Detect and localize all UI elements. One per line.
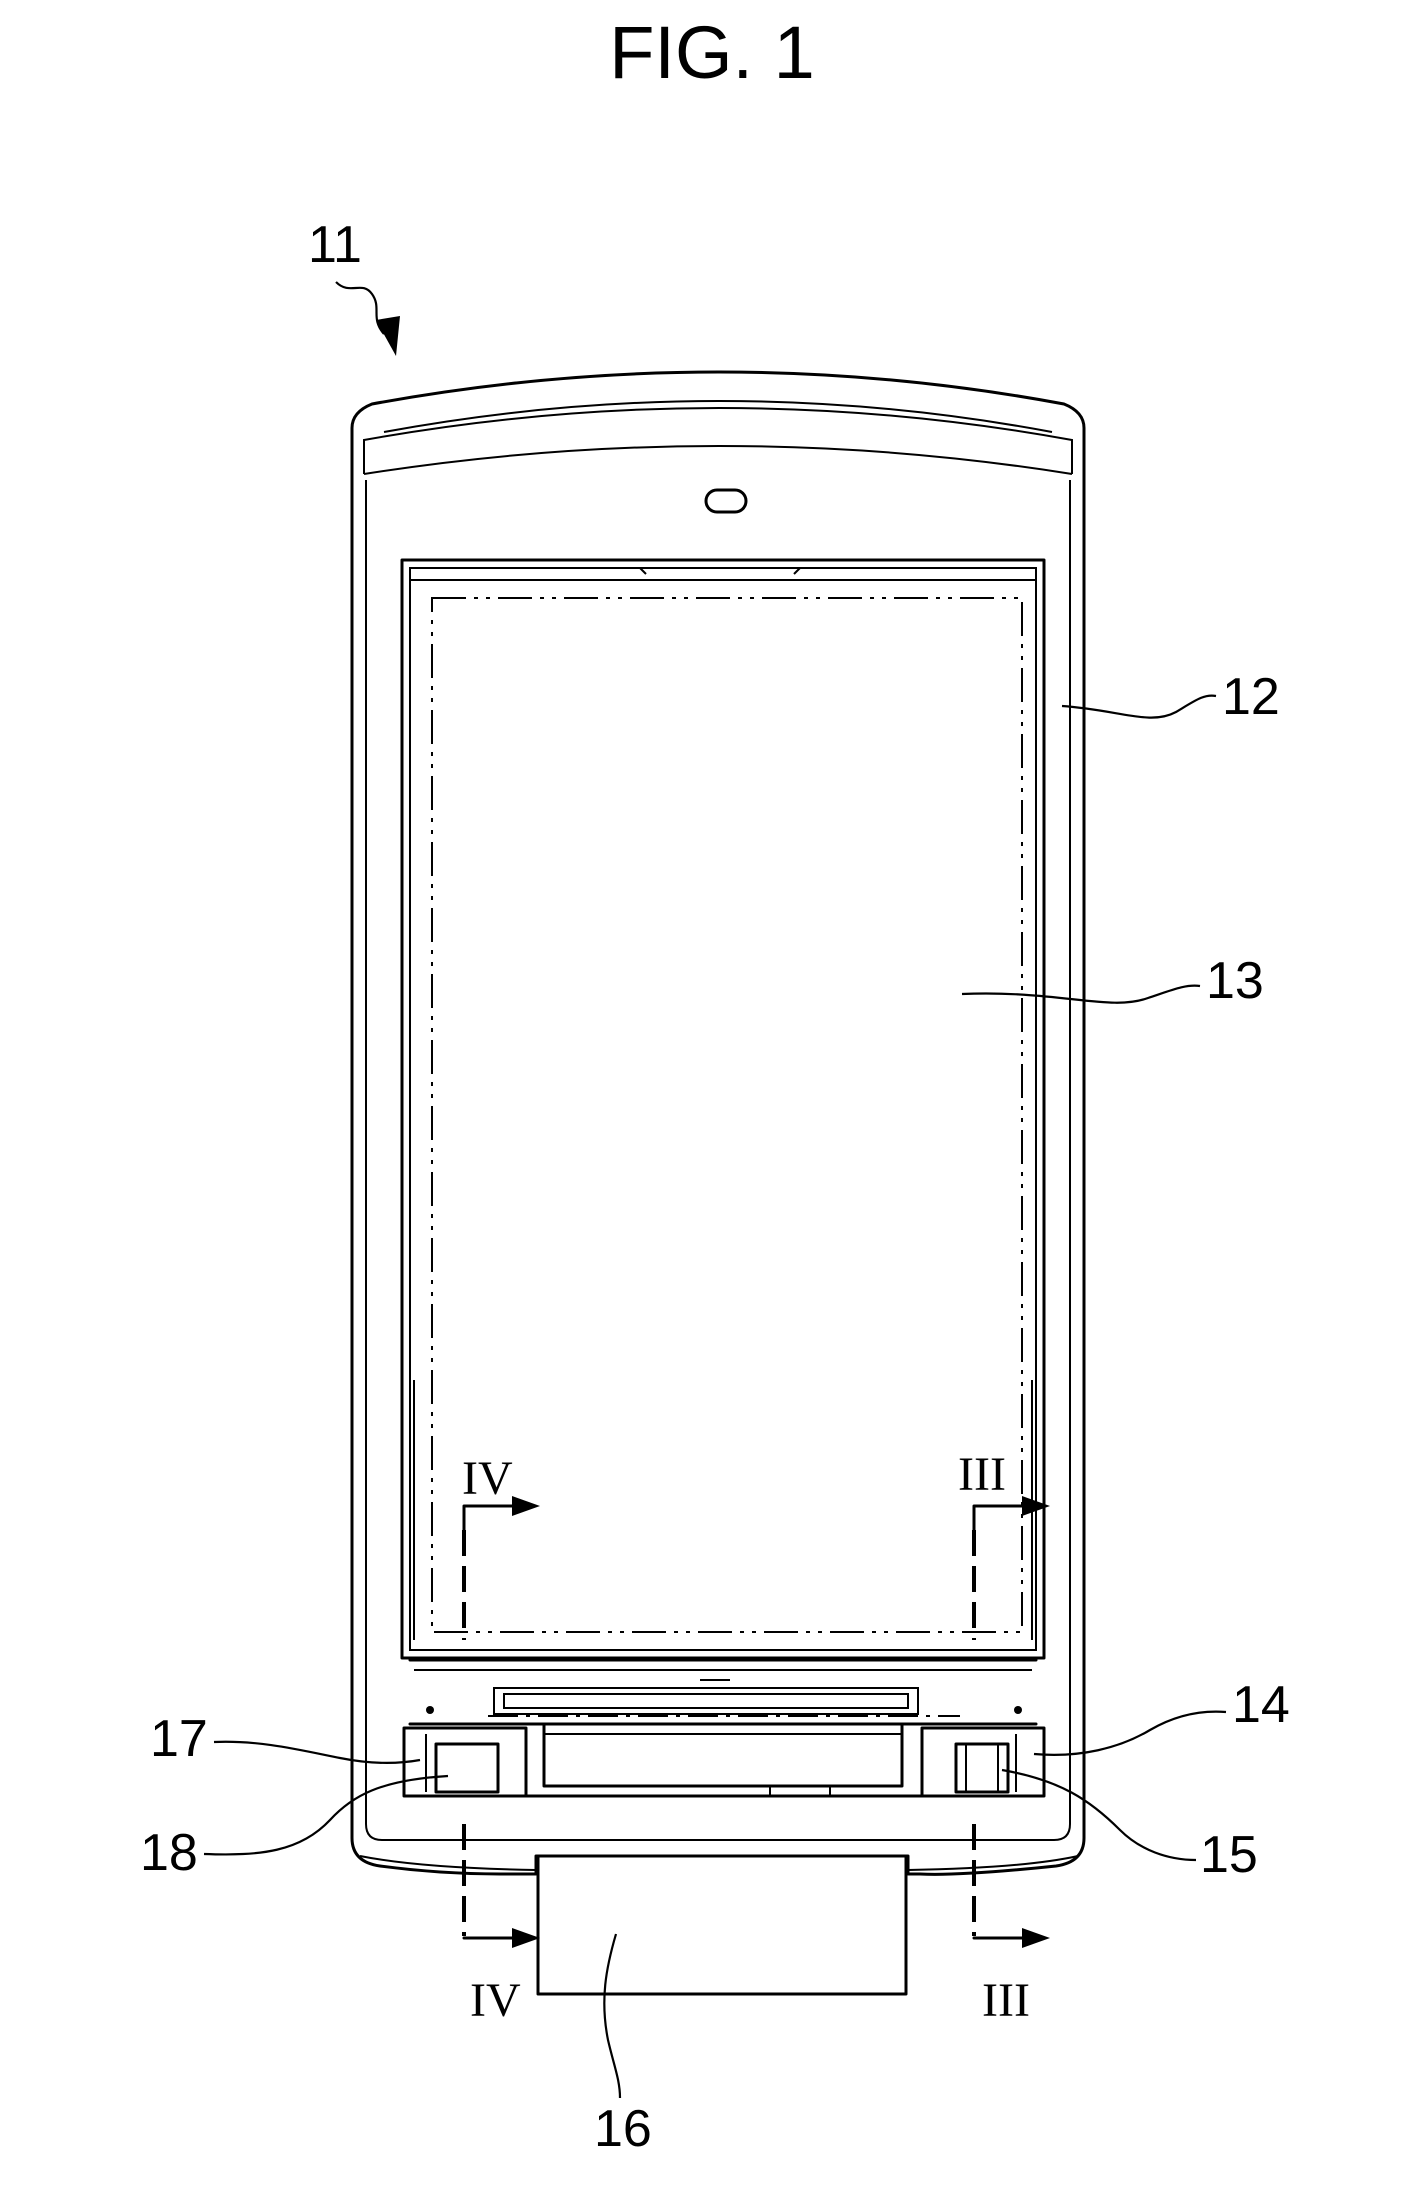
ref-leader-13 bbox=[962, 986, 1200, 1003]
ref-leader-14 bbox=[1034, 1712, 1226, 1755]
ref-label-14: 14 bbox=[1232, 1676, 1290, 1734]
ref-label-18: 18 bbox=[140, 1824, 198, 1882]
ref-leader-11 bbox=[336, 282, 384, 334]
section-mark-left-top: IV bbox=[462, 1452, 513, 1505]
ref-leader-18 bbox=[204, 1776, 448, 1854]
ref-label-16: 16 bbox=[594, 2100, 652, 2158]
connector-slot bbox=[494, 1688, 918, 1714]
left-holder bbox=[404, 1728, 526, 1796]
flexible-board bbox=[538, 1856, 906, 1994]
right-fixing-part bbox=[956, 1744, 1008, 1792]
figure-title: FIG. 1 bbox=[609, 11, 815, 94]
right-holder bbox=[922, 1728, 1044, 1796]
ref-arrowhead-11 bbox=[376, 316, 400, 356]
ref-label-17: 17 bbox=[150, 1710, 208, 1768]
section-line-right bbox=[974, 1496, 1050, 1948]
left-fixing-part bbox=[436, 1744, 498, 1792]
ref-label-13: 13 bbox=[1206, 952, 1264, 1010]
ref-leader-16 bbox=[604, 1934, 620, 2098]
section-mark-right-bottom: III bbox=[982, 1974, 1030, 2027]
section-mark-right-top: III bbox=[958, 1448, 1006, 1501]
ref-leader-15 bbox=[1002, 1770, 1196, 1860]
ref-label-12: 12 bbox=[1222, 668, 1280, 726]
ref-label-15: 15 bbox=[1200, 1826, 1258, 1884]
section-mark-left-bottom: IV bbox=[470, 1974, 521, 2027]
ref-label-11: 11 bbox=[308, 216, 362, 274]
display-panel-outline bbox=[432, 598, 1022, 1632]
sensor-slot bbox=[706, 490, 746, 512]
section-line-left bbox=[464, 1496, 540, 1948]
ref-leader-17 bbox=[214, 1742, 420, 1763]
